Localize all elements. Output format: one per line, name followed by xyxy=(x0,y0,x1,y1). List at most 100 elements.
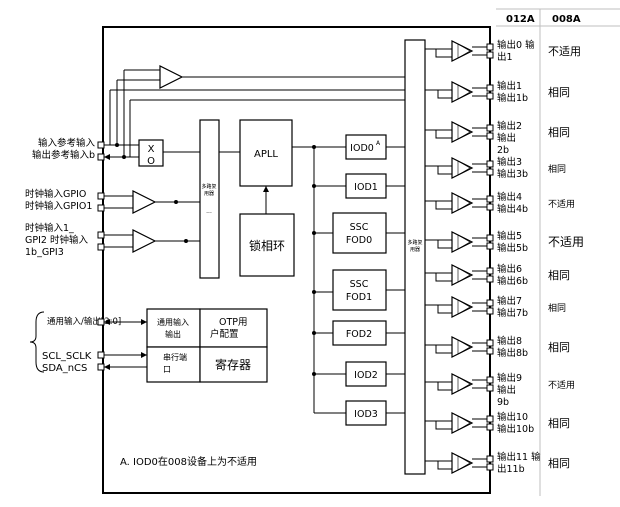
ssc-fod1-block xyxy=(332,269,387,311)
apll-block xyxy=(239,119,293,187)
output-label-2-line3: 2b xyxy=(497,145,509,156)
ref-in-label: 输入参考输入 xyxy=(38,137,96,149)
ssc-fod1-label-1: SSC xyxy=(350,279,369,290)
clkin-label-2: GPI2 时钟输入 xyxy=(25,234,88,246)
sda-label: SDA_nCS xyxy=(42,363,87,374)
output-pin-7-a xyxy=(486,299,494,307)
output-buffer-1 xyxy=(451,81,474,103)
output-label-10-line2: 输出10b xyxy=(497,423,534,435)
pin-gpio-bus xyxy=(97,318,105,326)
input-mux-label-1: 多路复 xyxy=(201,183,216,190)
output-pin-11-b xyxy=(486,463,494,471)
output-pin-6-a xyxy=(486,267,494,275)
ssc-fod1-label-2: FOD1 xyxy=(346,292,372,303)
otp-label-1: OTP用 xyxy=(219,317,248,328)
ssc-fod0-label-1: SSC xyxy=(350,222,369,233)
scl-label: SCL_SCLK xyxy=(42,351,92,362)
output-label-7-line1: 输出7 xyxy=(497,295,522,307)
output-pin-8-a xyxy=(486,339,494,347)
output-label-3-line1: 输出3 xyxy=(497,156,522,168)
serial-port-block xyxy=(146,346,201,383)
output-pin-6-b xyxy=(486,275,494,283)
gpio-buffer xyxy=(132,190,157,214)
output-label-4-line2: 输出4b xyxy=(497,203,528,215)
otp-block xyxy=(199,308,268,348)
output-buffer-2 xyxy=(451,121,474,143)
output-buffer-0 xyxy=(451,40,474,62)
clkin-label-1: 时钟输入1_ xyxy=(25,222,74,234)
input-mux-label-2: 用器 xyxy=(204,191,214,197)
output-pin-4-a xyxy=(486,195,494,203)
output-pin-4-b xyxy=(486,203,494,211)
output-pin-10-b xyxy=(486,423,494,431)
ssc-fod0-block xyxy=(332,212,387,254)
iod3-block xyxy=(345,400,387,426)
gpio-label-2: 时钟输入GPIO1 xyxy=(25,200,92,212)
output-mux-label-2: 用器 xyxy=(410,247,420,253)
serial-port-label-1: 串行端 xyxy=(163,352,187,362)
output-pin-2-b xyxy=(486,132,494,140)
xo-label-x: X xyxy=(148,144,155,155)
output-status-008a-7: 相同 xyxy=(548,302,566,314)
output-buffer-8 xyxy=(451,336,474,358)
pin-scl xyxy=(97,351,105,359)
output-buffer-5 xyxy=(451,231,474,253)
output-pin-7-b xyxy=(486,307,494,315)
fod2-label: FOD2 xyxy=(346,329,372,340)
output-pin-5-b xyxy=(486,242,494,250)
footnote: A. IOD0在008设备上为不适用 xyxy=(120,455,257,468)
output-label-11-line1: 输出11 输 xyxy=(497,451,541,463)
output-status-008a-3: 相同 xyxy=(548,163,566,175)
input-mux xyxy=(199,119,220,279)
output-label-9-line2: 输出 xyxy=(497,384,516,396)
output-status-008a-5: 不适用 xyxy=(548,235,584,249)
output-status-008a-6: 相同 xyxy=(548,269,570,282)
output-label-1-line1: 输出1 xyxy=(497,80,522,92)
output-label-5-line2: 输出5b xyxy=(497,242,528,254)
output-label-0-line1: 输出0 输 xyxy=(497,39,535,51)
output-status-008a-0: 不适用 xyxy=(548,45,581,58)
output-mux-label-1: 多路复 xyxy=(407,239,422,246)
pin-clkin1b xyxy=(97,243,105,251)
ref-out-label: 输出参考输入b xyxy=(32,149,95,161)
output-label-4-line1: 输出4 xyxy=(497,191,522,203)
output-pin-3-b xyxy=(486,168,494,176)
output-pin-1-b xyxy=(486,92,494,100)
pin-gpio xyxy=(97,192,105,200)
output-status-008a-4: 不适用 xyxy=(548,199,575,210)
pin-sda xyxy=(97,363,105,371)
output-label-6-line2: 输出6b xyxy=(497,275,528,287)
output-pin-0-a xyxy=(486,43,494,51)
gpio-block-label-1: 通用输入 xyxy=(157,317,189,327)
output-pin-9-b xyxy=(486,384,494,392)
input-mux-dots: ... xyxy=(206,208,212,215)
output-buffer-9 xyxy=(451,373,474,395)
output-status-008a-8: 相同 xyxy=(548,341,570,354)
output-label-8-line2: 输出8b xyxy=(497,347,528,359)
output-label-2-line1: 输出2 xyxy=(497,120,522,132)
gpio-label-1: 时钟输入GPIO xyxy=(25,188,86,200)
output-label-8-line1: 输出8 xyxy=(497,335,522,347)
iod0-superscript: A xyxy=(376,140,381,147)
iod1-block xyxy=(345,173,387,199)
output-pin-0-b xyxy=(486,51,494,59)
clkin-label-3: 1b_GPI3 xyxy=(25,247,64,258)
iod2-label: IOD2 xyxy=(354,370,378,381)
output-label-7-line2: 输出7b xyxy=(497,307,528,319)
output-status-008a-9: 不适用 xyxy=(548,380,575,391)
output-label-9-line1: 输出9 xyxy=(497,372,522,384)
gpio-bus-brace xyxy=(29,311,45,373)
output-mux xyxy=(404,39,426,475)
output-label-2-line2: 输出 xyxy=(497,132,516,144)
iod2-block xyxy=(345,361,387,387)
